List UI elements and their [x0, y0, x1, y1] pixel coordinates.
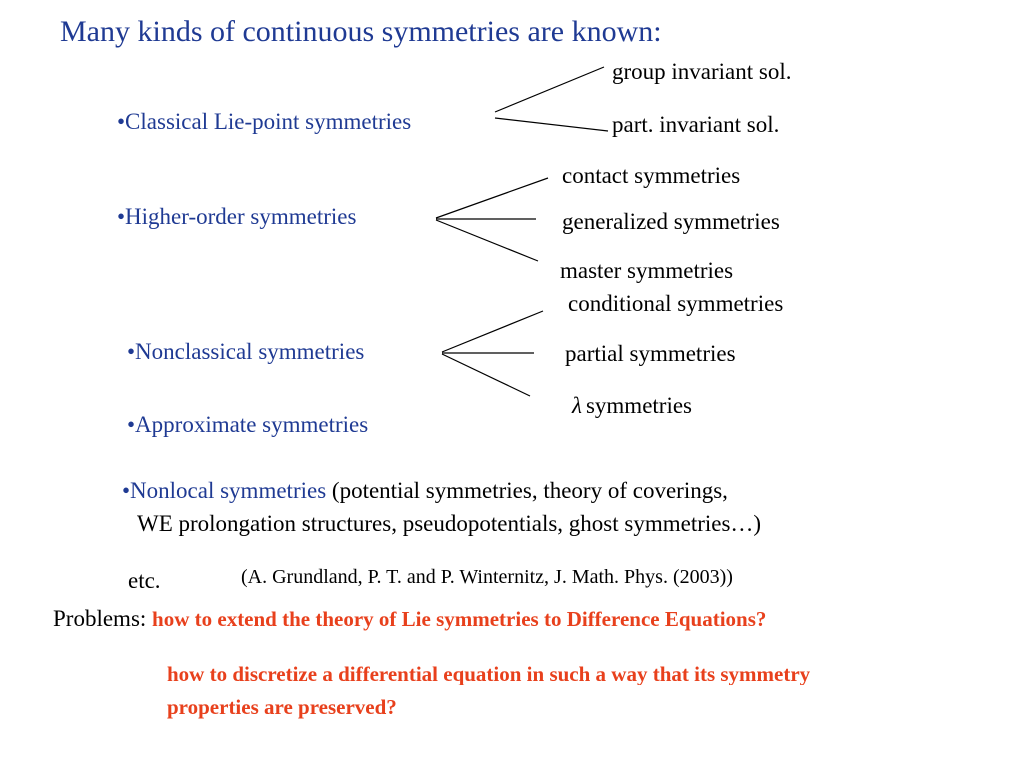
nonlocal-line-2: WE prolongation structures, pseudopotent… [137, 511, 762, 536]
higher-order-label: •Higher-order symmetries [117, 204, 357, 229]
partial-symmetries-label: partial symmetries [565, 341, 736, 366]
problem-question-1: how to extend the theory of Lie symmetri… [152, 607, 767, 631]
slide-title: Many kinds of continuous symmetries are … [60, 15, 662, 48]
lambda-symbol: λ [572, 393, 582, 418]
group-invariant-sol-label: group invariant sol. [612, 59, 792, 84]
connector-nonclassical-lower [441, 353, 531, 397]
nonclassical-label: •Nonclassical symmetries [127, 339, 365, 364]
connector-classical-lower [494, 117, 609, 132]
reference-citation: (A. Grundland, P. T. and P. Winternitz, … [241, 566, 733, 588]
connector-higher-upper [435, 177, 549, 219]
connector-classical-upper [494, 66, 605, 113]
approximate-symmetries-label: •Approximate symmetries [127, 412, 369, 437]
problems-line: Problems: how to extend the theory of Li… [53, 607, 766, 630]
nonlocal-detail-1: (potential symmetries, theory of coverin… [326, 478, 728, 503]
connector-nonclassical-upper [441, 310, 544, 353]
contact-symmetries-label: contact symmetries [562, 163, 741, 188]
master-symmetries-label: master symmetries [560, 258, 734, 283]
generalized-symmetries-label: generalized symmetries [562, 209, 780, 234]
nonlocal-label: •Nonlocal symmetries [122, 478, 327, 503]
classical-lie-point-label: •Classical Lie-point symmetries [117, 109, 412, 134]
part-invariant-sol-label: part. invariant sol. [612, 112, 780, 137]
problem-question-2-line-2: properties are preserved? [167, 695, 397, 719]
conditional-symmetries-label: conditional symmetries [568, 291, 784, 316]
problems-colon: : [139, 606, 153, 631]
lambda-symmetries-text: symmetries [585, 393, 693, 418]
problems-label: Problems [53, 606, 140, 631]
problem-question-2-line-1: how to discretize a differential equatio… [167, 664, 811, 685]
nonlocal-line-1: •Nonlocal symmetries (potential symmetri… [122, 479, 728, 502]
etc-label: etc. [128, 568, 161, 593]
connector-higher-lower [435, 219, 539, 262]
